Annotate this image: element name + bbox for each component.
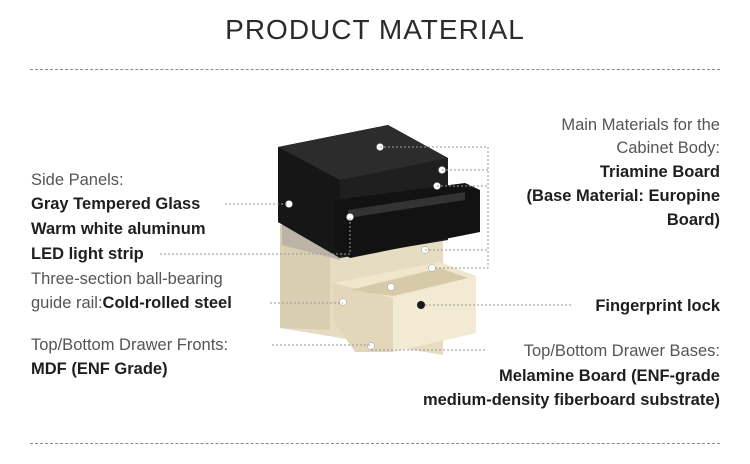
guide-rail-line: guide rail:Cold-rolled steel (31, 292, 232, 314)
cabinet-body-value-1: Triamine Board (599, 163, 720, 181)
cabinet-body-label-1: Main Materials for the (561, 116, 720, 134)
drawer-fronts-label: Top/Bottom Drawer Fronts: (31, 336, 229, 354)
drawer-bases-label: Top/Bottom Drawer Bases: (523, 342, 720, 360)
cabinet-body-label-2: Cabinet Body: (616, 139, 720, 157)
side-panels-label: Side Panels: (31, 171, 124, 189)
led-light-strip-text: LED light strip (31, 245, 144, 263)
guide-rail-prefix: guide rail: (31, 294, 103, 312)
fingerprint-lock-icon (417, 301, 425, 309)
drawer-fronts-value: MDF (ENF Grade) (31, 360, 168, 378)
warm-white-aluminum-text: Warm white aluminum (31, 220, 206, 238)
cabinet-body-value-3: Board) (666, 211, 720, 229)
drawer-bases-value-1: Melamine Board (ENF-grade (499, 367, 720, 385)
page-title: PRODUCT MATERIAL (225, 14, 525, 45)
fingerprint-lock-text: Fingerprint lock (595, 297, 720, 315)
bottom-divider (30, 443, 720, 444)
guide-rail-value: Cold-rolled steel (102, 294, 232, 312)
gray-tempered-glass-text: Gray Tempered Glass (31, 195, 201, 213)
guide-rail-label: Three-section ball-bearing (31, 270, 223, 288)
drawer-bases-value-2: medium-density fiberboard substrate) (422, 391, 720, 409)
top-divider (30, 69, 720, 70)
cabinet-body-value-2: (Base Material: Europine (526, 187, 720, 205)
